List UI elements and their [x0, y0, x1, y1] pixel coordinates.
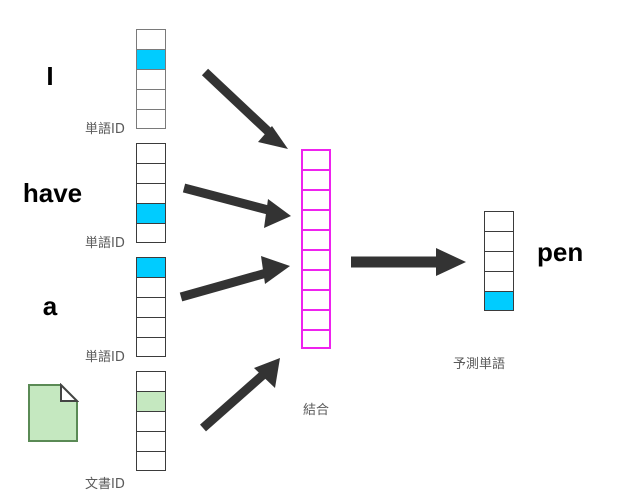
input-stack-document	[136, 371, 166, 471]
stack-cell	[136, 29, 166, 49]
output-caption: 予測単語	[453, 357, 506, 372]
input-word-label-a: a	[42, 291, 58, 321]
stack-cell-active	[136, 257, 166, 277]
stack-cell	[301, 189, 331, 209]
stack-cell-active	[136, 391, 166, 411]
stack-cell	[301, 149, 331, 169]
input-stack-I	[136, 29, 166, 129]
arrow-from-have	[182, 183, 291, 228]
stack-cell	[136, 183, 166, 203]
stack-cell-active	[136, 49, 166, 69]
arrow-from-a	[179, 256, 290, 302]
output-stack	[484, 211, 514, 311]
stack-cell	[301, 209, 331, 229]
input-caption-I: 単語ID	[85, 122, 125, 137]
document-icon	[27, 382, 80, 443]
stack-cell	[136, 411, 166, 431]
arrow-from-I	[201, 68, 288, 149]
stack-cell	[301, 289, 331, 309]
input-caption-have: 単語ID	[85, 236, 125, 251]
stack-cell	[301, 309, 331, 329]
concat-caption: 結合	[303, 403, 330, 418]
arrow-from-document	[200, 358, 280, 432]
stack-cell	[136, 143, 166, 163]
stack-cell	[136, 223, 166, 243]
stack-cell	[301, 169, 331, 189]
input-stack-have	[136, 143, 166, 243]
stack-cell	[136, 371, 166, 391]
input-caption-a: 単語ID	[85, 350, 125, 365]
stack-cell	[301, 249, 331, 269]
stack-cell	[136, 451, 166, 471]
stack-cell	[136, 337, 166, 357]
stack-cell-active	[136, 203, 166, 223]
stack-cell	[136, 69, 166, 89]
input-word-label-have: have	[22, 178, 83, 208]
stack-cell	[136, 163, 166, 183]
stack-cell	[136, 89, 166, 109]
stack-cell	[136, 297, 166, 317]
stack-cell	[136, 317, 166, 337]
output-word-label-pen: pen	[537, 237, 584, 267]
input-stack-a	[136, 257, 166, 357]
stack-cell-active	[484, 291, 514, 311]
stack-cell	[484, 271, 514, 291]
input-caption-document: 文書ID	[85, 477, 125, 492]
arrow-concat-to-output	[351, 248, 466, 276]
stack-cell	[136, 277, 166, 297]
stack-cell	[301, 329, 331, 349]
stack-cell	[484, 211, 514, 231]
stack-cell	[484, 231, 514, 251]
stack-cell	[301, 229, 331, 249]
stack-cell	[136, 109, 166, 129]
stack-cell	[484, 251, 514, 271]
input-word-label-I: I	[46, 61, 54, 91]
stack-cell	[301, 269, 331, 289]
concat-stack	[301, 149, 331, 349]
stack-cell	[136, 431, 166, 451]
